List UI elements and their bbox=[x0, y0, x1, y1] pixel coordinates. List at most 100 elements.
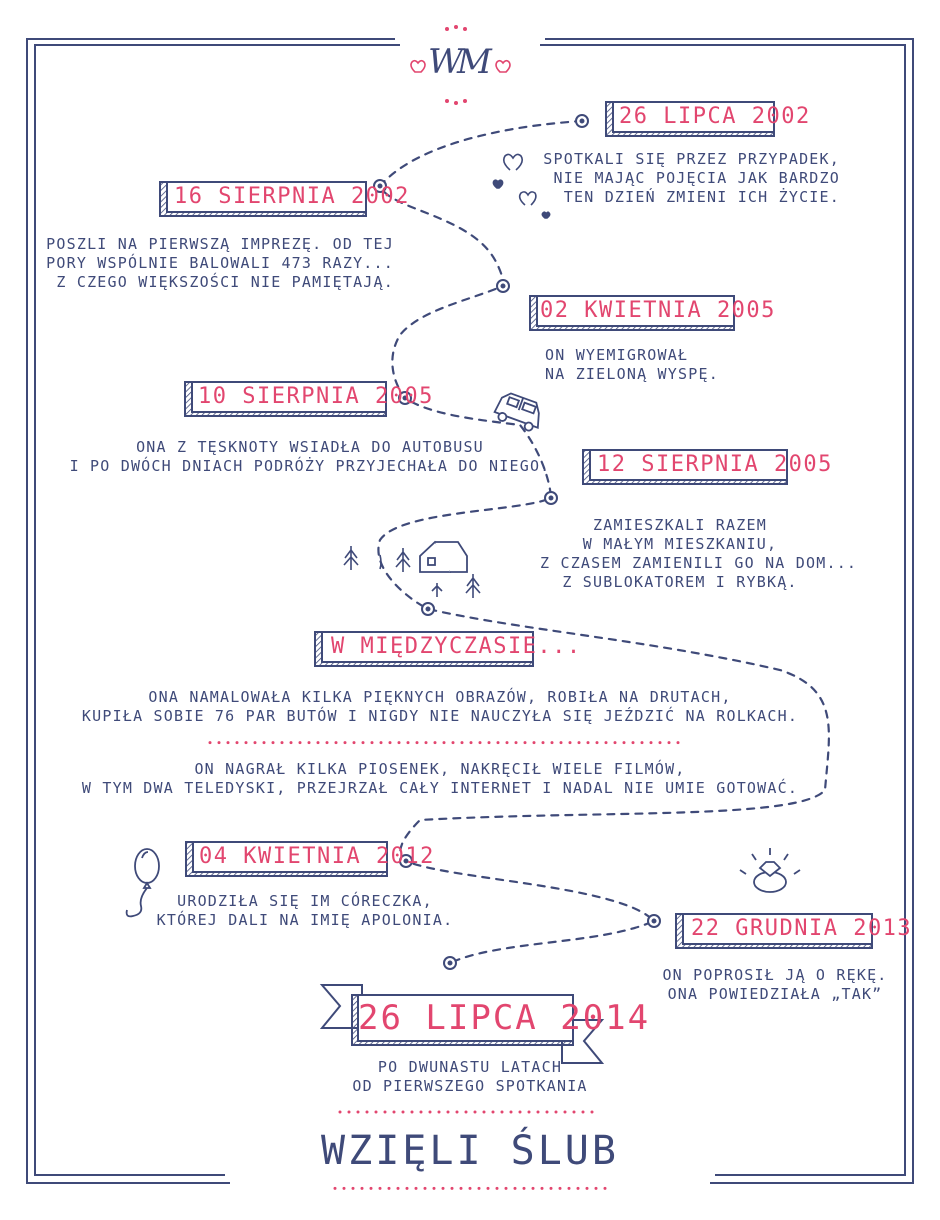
heart-icon bbox=[495, 59, 511, 73]
page-frame bbox=[26, 38, 914, 1184]
separator-dot bbox=[379, 741, 383, 745]
separator-dot bbox=[253, 741, 257, 745]
separator-dot bbox=[590, 1110, 594, 1114]
separator-dot bbox=[649, 741, 653, 745]
separator-dot bbox=[405, 1186, 409, 1190]
separator-dot bbox=[504, 1186, 508, 1190]
separator-dot bbox=[410, 1110, 414, 1114]
event-description: urodziła się im córeczka, której dali na… bbox=[156, 892, 454, 929]
separator-dot bbox=[392, 1110, 396, 1114]
separator-dot bbox=[563, 1110, 567, 1114]
separator-dot bbox=[347, 1110, 351, 1114]
heart-icon bbox=[518, 191, 537, 206]
heart-icon bbox=[503, 153, 523, 171]
separator-dot bbox=[536, 1110, 540, 1114]
monogram-decor bbox=[410, 25, 511, 105]
separator-dot bbox=[441, 1186, 445, 1190]
event-date: 16 sierpnia 2002 bbox=[174, 184, 410, 209]
separator-dot bbox=[482, 1110, 486, 1114]
separator-dot bbox=[550, 741, 554, 745]
date-boxes bbox=[159, 101, 873, 949]
heart-icon bbox=[492, 179, 504, 189]
event-description: ona z tęsknoty wsiadła do autobusu i po … bbox=[69, 438, 551, 475]
event-description: ona namalowała kilka pięknych obrazów, r… bbox=[81, 688, 799, 725]
separator-dot bbox=[360, 1186, 364, 1190]
event-date: w międzyczasie... bbox=[331, 634, 582, 659]
event-date: 10 sierpnia 2005 bbox=[198, 384, 434, 409]
separator-dot bbox=[387, 1186, 391, 1190]
separator-dot bbox=[468, 1186, 472, 1190]
separator-dot bbox=[401, 1110, 405, 1114]
separator-dot bbox=[244, 741, 248, 745]
separator-dot bbox=[262, 741, 266, 745]
separator-dot bbox=[351, 1186, 355, 1190]
separator-dot bbox=[473, 1110, 477, 1114]
separator-dot bbox=[541, 741, 545, 745]
separator-dot bbox=[271, 741, 275, 745]
separator-dot bbox=[460, 741, 464, 745]
separator-dot bbox=[208, 741, 212, 745]
separator-dot bbox=[581, 1110, 585, 1114]
separator-dot bbox=[540, 1186, 544, 1190]
separator-dot bbox=[365, 1110, 369, 1114]
separator-dot bbox=[568, 741, 572, 745]
separator-dot bbox=[622, 741, 626, 745]
separator-dot bbox=[549, 1186, 553, 1190]
event-date: 12 sierpnia 2005 bbox=[597, 452, 833, 477]
separator-dot bbox=[676, 741, 680, 745]
event-description: on nagrał kilka piosenek, nakręcił wiele… bbox=[81, 760, 799, 797]
dotted-separators bbox=[208, 741, 680, 1190]
separator-dot bbox=[558, 1186, 562, 1190]
separator-dot bbox=[500, 1110, 504, 1114]
event-description: on wyemigrował na zieloną wyspę. bbox=[545, 346, 719, 383]
separator-dot bbox=[397, 741, 401, 745]
separator-dot bbox=[415, 741, 419, 745]
event-description: on poprosił ją o rękę. ona powiedziała „… bbox=[662, 966, 888, 1003]
separator-dot bbox=[388, 741, 392, 745]
separator-dot bbox=[491, 1110, 495, 1114]
separator-dot bbox=[428, 1110, 432, 1114]
separator-dot bbox=[631, 741, 635, 745]
balloon-icon bbox=[125, 848, 160, 918]
separator-dot bbox=[446, 1110, 450, 1114]
separator-dot bbox=[586, 741, 590, 745]
final-date: 26 lipca 2014 bbox=[358, 998, 651, 1038]
separator-dot bbox=[338, 1110, 342, 1114]
separator-dot bbox=[523, 741, 527, 745]
separator-dot bbox=[486, 1186, 490, 1190]
separator-dot bbox=[532, 741, 536, 745]
separator-dot bbox=[505, 741, 509, 745]
separator-dot bbox=[576, 1186, 580, 1190]
separator-dot bbox=[433, 741, 437, 745]
ribbon-banner bbox=[319, 984, 605, 1064]
separator-dot bbox=[280, 741, 284, 745]
heart-icon bbox=[410, 59, 426, 73]
event-date: 04 kwietnia 2012 bbox=[199, 844, 435, 869]
separator-dot bbox=[235, 741, 239, 745]
separator-dot bbox=[437, 1110, 441, 1114]
separator-dot bbox=[432, 1186, 436, 1190]
event-date: 26 lipca 2002 bbox=[619, 104, 811, 129]
hearts-doodle bbox=[492, 153, 551, 219]
ring-icon bbox=[739, 848, 801, 893]
separator-dot bbox=[333, 1186, 337, 1190]
separator-dot bbox=[217, 741, 221, 745]
separator-dot bbox=[369, 1186, 373, 1190]
separator-dot bbox=[424, 741, 428, 745]
separator-dot bbox=[522, 1186, 526, 1190]
separator-dot bbox=[603, 1186, 607, 1190]
separator-dot bbox=[307, 741, 311, 745]
separator-dot bbox=[414, 1186, 418, 1190]
separator-dot bbox=[455, 1110, 459, 1114]
separator-dot bbox=[464, 1110, 468, 1114]
separator-dot bbox=[342, 1186, 346, 1190]
separator-dot bbox=[298, 741, 302, 745]
separator-dot bbox=[518, 1110, 522, 1114]
separator-dot bbox=[572, 1110, 576, 1114]
separator-dot bbox=[316, 741, 320, 745]
separator-dot bbox=[289, 741, 293, 745]
event-date: 02 kwietnia 2005 bbox=[540, 298, 776, 323]
separator-dot bbox=[325, 741, 329, 745]
separator-dot bbox=[477, 1186, 481, 1190]
separator-dot bbox=[450, 1186, 454, 1190]
